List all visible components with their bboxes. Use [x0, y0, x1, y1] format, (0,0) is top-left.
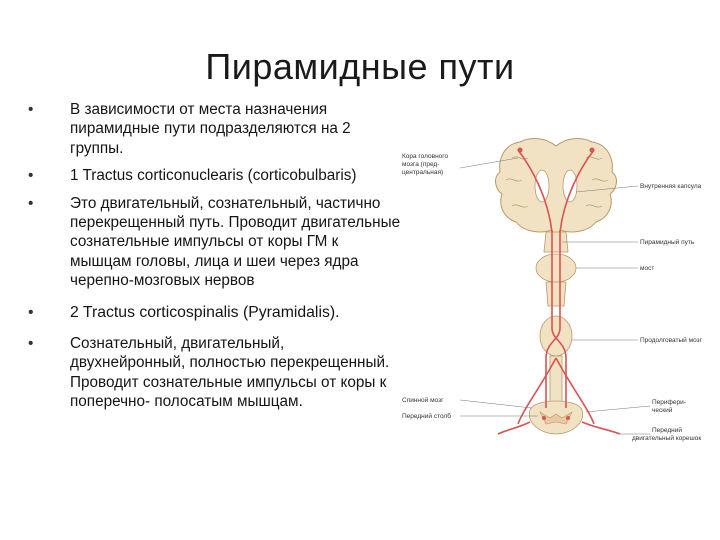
pons [535, 253, 577, 283]
slide-title: Пирамидные пути [205, 46, 515, 87]
tract-left [517, 149, 567, 408]
medulla-upper [545, 281, 567, 307]
neuron-cortex-left [517, 147, 523, 153]
bullet-item: • Это двигательный, сознательный, частич… [28, 194, 403, 291]
bullet-list: • В зависимости от места назначения пира… [28, 100, 403, 412]
neuron-spinal-left [542, 416, 546, 420]
medulla [539, 315, 573, 357]
brain-section [495, 138, 617, 240]
pyramidal-tract-diagram: Кора головного мозга (пред- центральная)… [400, 128, 710, 488]
bullet-text: Сознательный, двигательный, двухнейронны… [70, 335, 390, 411]
grey-matter [539, 411, 573, 425]
right-ventricle [562, 169, 578, 203]
label-peripheral-1: Перифери- [652, 399, 686, 406]
bullet-item: • 2 Tractus corticospinalis (Pyramidalis… [28, 303, 403, 322]
left-ventricle [534, 169, 550, 203]
anterior-root-left [497, 421, 531, 435]
anterior-root-right [581, 421, 621, 435]
bullet-text: 1 Tractus corticonuclearis (corticobulba… [70, 167, 357, 185]
tract-right [545, 149, 595, 408]
spinal-cord-column [549, 355, 563, 407]
label-pons: мост [640, 265, 654, 272]
label-peripheral-2: ческий [652, 406, 673, 414]
neuron-spinal-right [566, 416, 570, 420]
label-anterior-root-2: двигательный корешок [632, 434, 701, 442]
label-pyramidal-path: Пирамидный путь [640, 238, 695, 246]
bullet-text: 2 Tractus corticospinalis (Pyramidalis). [70, 303, 340, 321]
bullet-item: • В зависимости от места назначения пира… [28, 100, 403, 158]
tract-branch [517, 357, 595, 425]
label-cortex-2: мозга (пред- [402, 161, 439, 168]
label-cortex-1: Кора головного [402, 153, 449, 160]
neuron-cortex-right [589, 147, 595, 153]
bullet-marker: • [28, 303, 34, 321]
bullet-marker: • [28, 194, 34, 212]
bullet-marker: • [28, 101, 34, 118]
bullet-marker: • [28, 167, 34, 185]
brain-gyri [505, 156, 609, 208]
label-spinal-cord: Спинной мозг [402, 396, 444, 404]
tract-lines [497, 149, 621, 435]
bullet-text: Это двигательный, сознательный, частично… [70, 194, 401, 290]
label-cortex-3: центральная) [402, 169, 443, 176]
label-anterior-root-1: Передний [652, 426, 682, 434]
label-medulla: Продолговатый мозг [640, 336, 703, 344]
bullet-item: • 1 Tractus corticonuclearis (corticobul… [28, 166, 403, 185]
label-anterior-column: Передний столб [402, 412, 451, 420]
label-internal-capsule: Внутренняя капсула [640, 183, 702, 190]
bullet-marker: • [28, 335, 34, 353]
bullet-text: В зависимости от места назначения пирами… [70, 101, 351, 157]
bullet-item: • Сознательный, двигательный, двухнейрон… [28, 334, 403, 412]
diagram-svg: Кора головного мозга (пред- центральная)… [402, 138, 703, 442]
leader-lines [459, 157, 651, 435]
